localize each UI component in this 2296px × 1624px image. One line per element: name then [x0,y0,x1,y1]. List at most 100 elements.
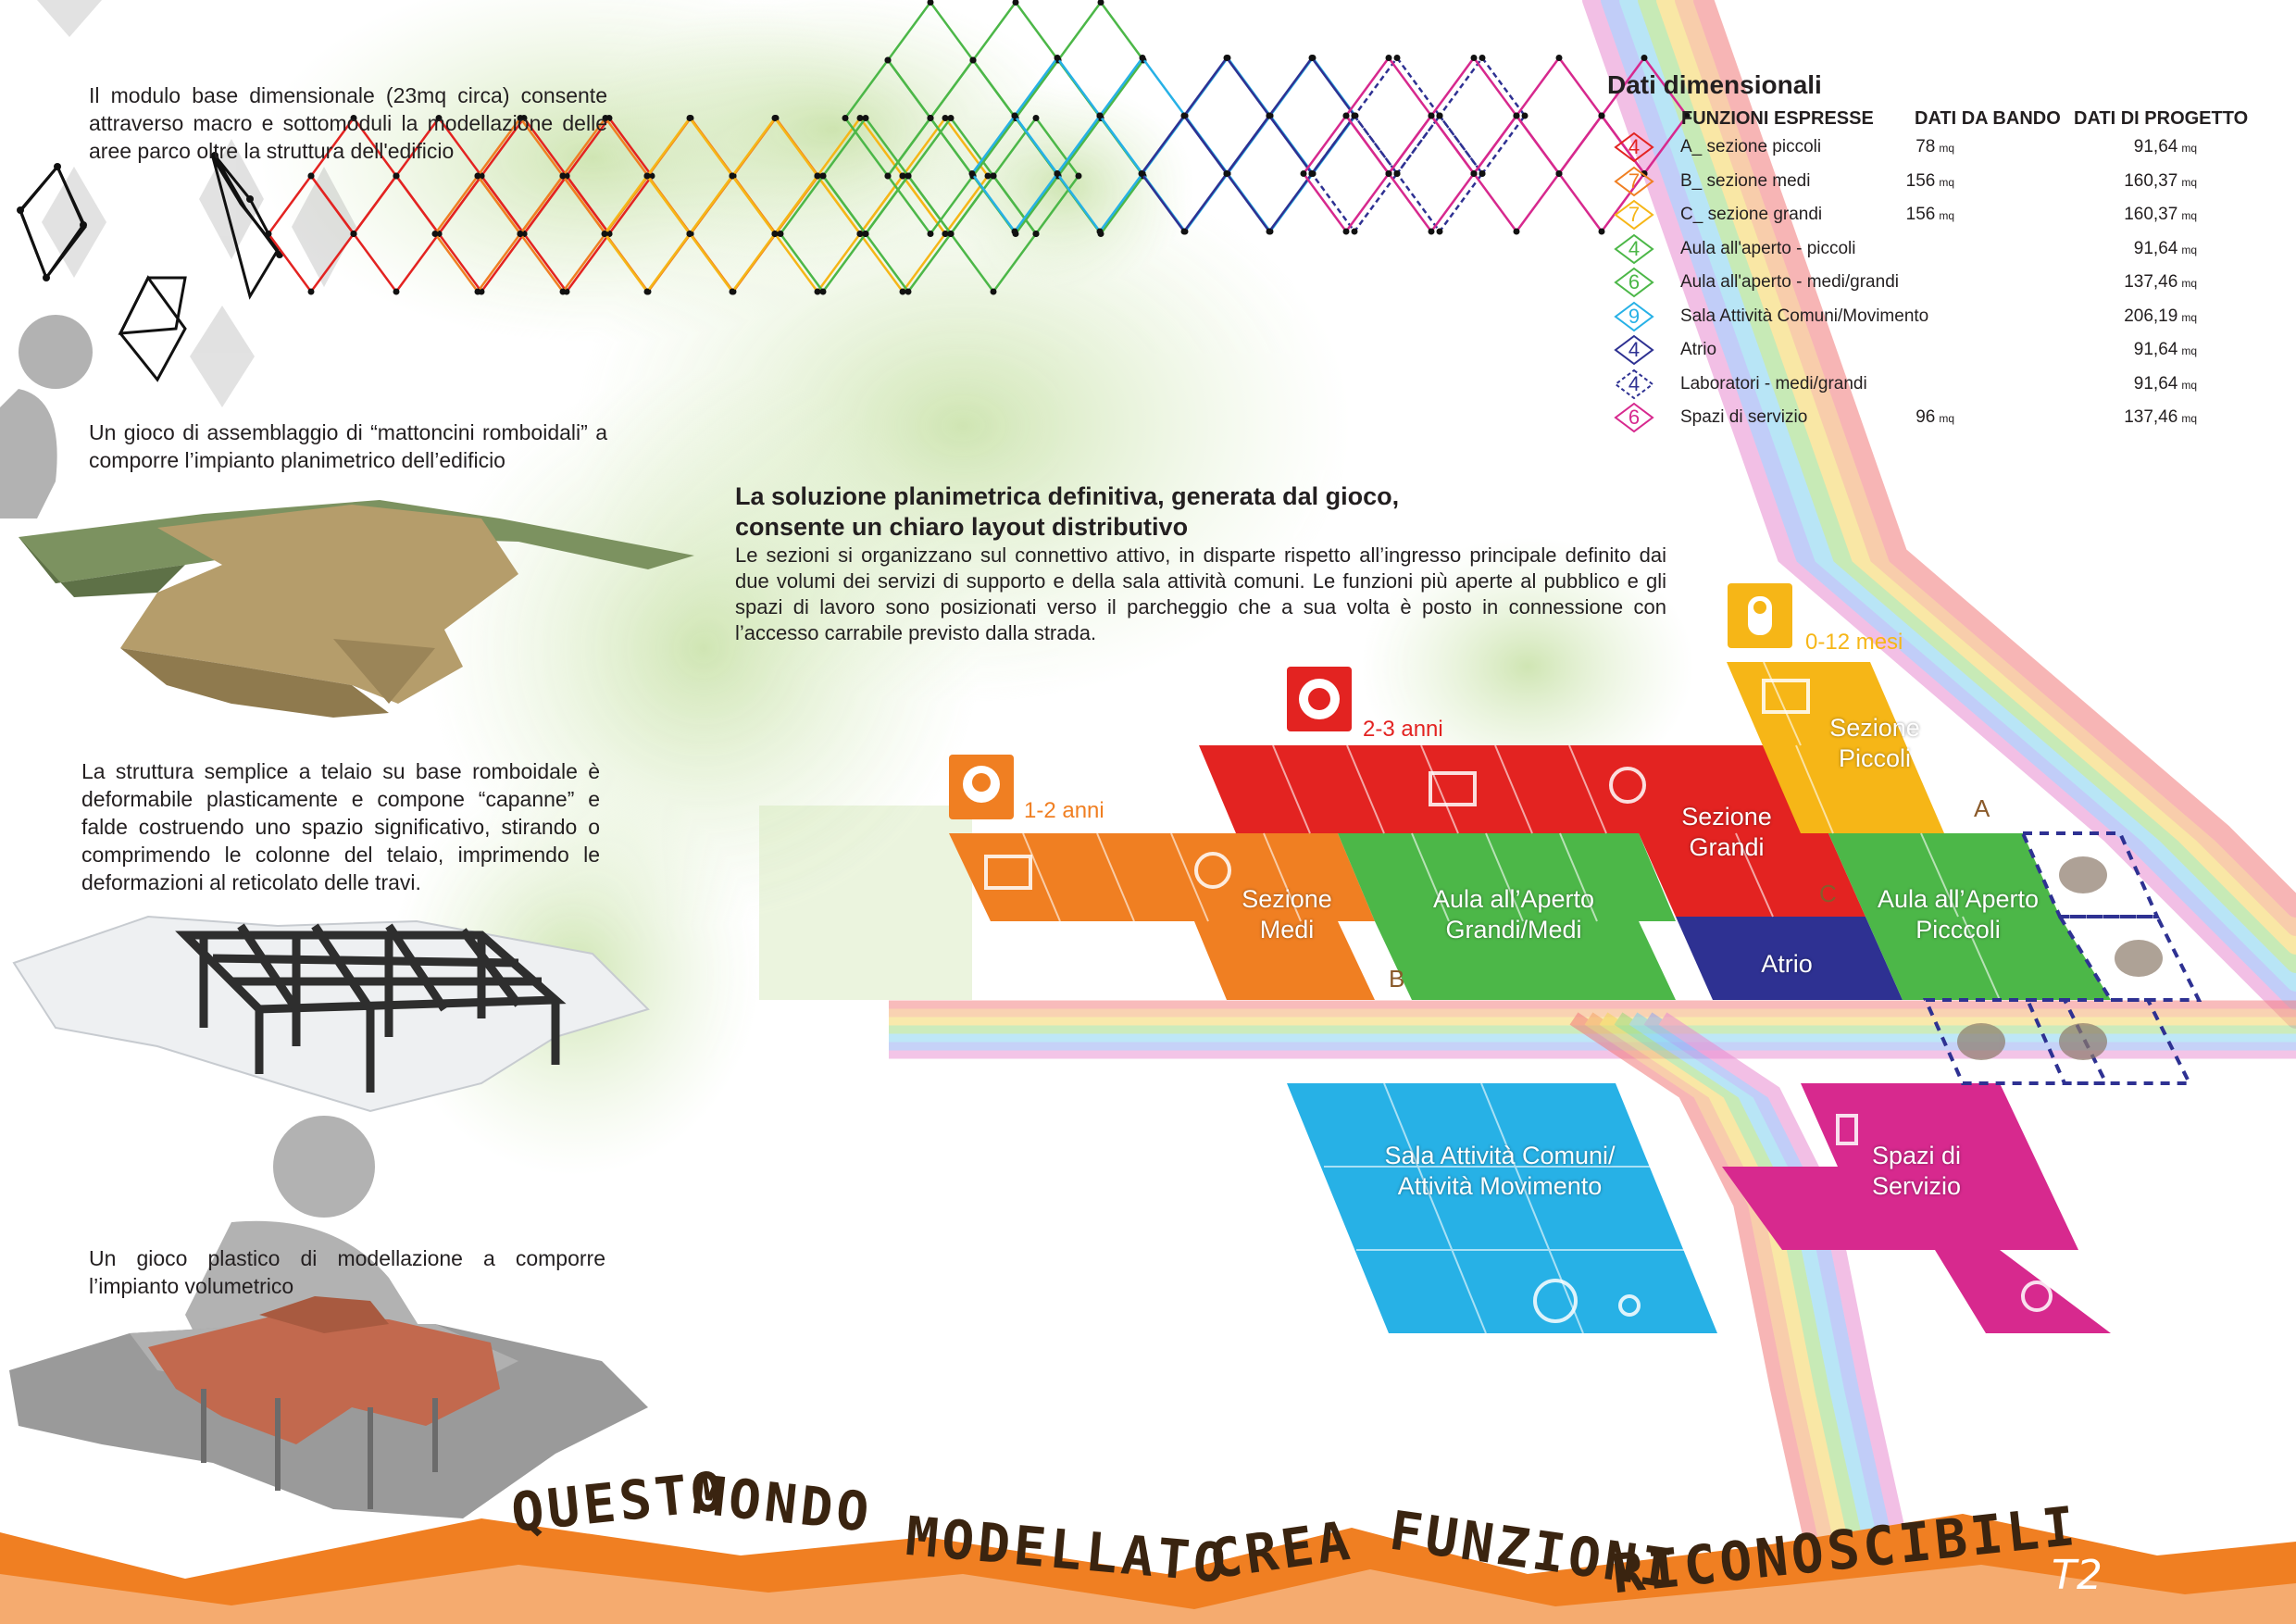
lattice-rhombus [1395,113,1484,234]
lattice-node [1032,115,1040,121]
unit: mq [1939,412,1954,425]
baby-face-icon [963,766,1000,803]
lattice-node [435,115,443,121]
diamond-icon [1614,131,1654,163]
area-count-badge: 4 [1614,334,1654,366]
lattice-node [1436,228,1443,235]
unit: mq [2181,142,2197,155]
unit: mq [2181,378,2197,392]
lattice-rhombus [1182,56,1271,176]
unit: mq [2181,243,2197,256]
rainbow-vertical [1582,0,2296,1029]
lattice-node [905,172,912,180]
lattice-node [819,288,827,295]
zone-sala-attivita: Sala Attività Comuni/ Attività Movimento [1384,1142,1616,1200]
crib-icon [984,855,1032,890]
lattice-node [602,115,609,121]
lattice-node [842,115,849,121]
diamond-icon [1614,334,1654,366]
tricycle-icon [1618,1294,1641,1317]
lattice-node [1342,228,1350,235]
module-diamond-d [119,275,187,382]
lattice-node [1436,112,1443,119]
lattice-node [517,231,524,237]
unit: mq [2181,277,2197,290]
rhombus-lattice [265,0,1691,295]
lattice-node [990,172,997,180]
lattice-node [990,288,997,295]
ball-icon [1533,1279,1578,1323]
lattice-node [1351,112,1358,119]
crib-icon-2 [1429,771,1477,806]
unit: mq [2181,344,2197,357]
lattice-node [1513,228,1520,235]
assembly-description: Un gioco di assemblaggio di “mattoncini … [89,420,607,472]
lattice-node [474,172,481,180]
lattice-node [729,288,736,295]
lattice-node [947,231,955,237]
area-count: 7 [1628,169,1641,193]
zone-sezione-piccoli: Sezione Piccoli [1829,714,1920,772]
lattice-node [643,288,651,295]
lattice-node [899,172,906,180]
col-header-bando: DATI DA BANDO [1915,108,2061,129]
diamond-icon [1614,267,1654,298]
area-count: 4 [1628,371,1641,395]
lattice-node [1011,112,1018,119]
age-label-1-2: 1-2 anni [1024,798,1104,823]
green-terrain-model [19,500,694,718]
lattice-node [771,231,779,237]
age-badge-0-12 [1728,583,1792,648]
zone-spazi-servizio: Spazi di Servizio [1871,1142,1962,1200]
unit: mq [2181,175,2197,189]
lattice-node [1683,112,1691,119]
lattice-node [1180,112,1188,119]
lattice-node [393,288,400,295]
area-count: 6 [1628,270,1641,294]
unit: mq [2181,209,2197,222]
lattice-node [1180,228,1188,235]
lattice-node [1351,228,1358,235]
lattice-node [942,231,949,237]
function-label: B_ sezione medi [1680,170,1811,191]
col-header-functions: FUNZIONI ESPRESSE [1681,108,1874,129]
table-title: Dati dimensionali [1607,70,1822,99]
zone-atrio: Atrio [1761,950,1813,978]
lattice-node [1223,55,1230,61]
plastic-description: Un gioco plastico di modellazione a comp… [89,1246,605,1298]
lattice-node [927,0,934,6]
function-label: Spazi di servizio [1680,407,1808,427]
lattice-node [862,115,869,121]
area-count: 9 [1628,304,1641,328]
lattice-node [1470,170,1478,177]
lattice-node [1032,231,1040,237]
lattice-node [1223,170,1230,177]
unit: mq [1939,142,1954,155]
age-label-0-12: 0-12 mesi [1805,630,1903,655]
lattice-node [265,231,272,237]
lattice-node [1479,55,1486,61]
lattice-node [1428,228,1435,235]
diamond-icon [1614,369,1654,399]
lattice-rhombus [1302,113,1391,234]
structure-description: La struttura semplice a telaio su base r… [81,759,600,894]
lattice-node [947,115,955,121]
area-count: 4 [1628,236,1641,260]
crib-icon-3 [1762,679,1810,714]
lattice-node [1393,55,1401,61]
lattice-node [1598,228,1605,235]
zone-sezione-grandi: Sezione Grandi [1681,803,1772,861]
solution-body: Le sezioni si organizzano sul connettivo… [735,543,1666,644]
lattice-node [686,231,693,237]
lattice-node [819,172,827,180]
